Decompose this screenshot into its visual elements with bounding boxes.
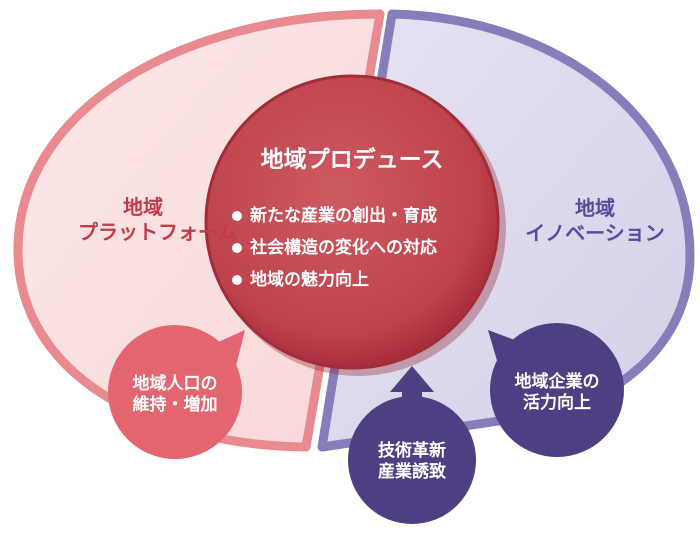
center-bullet-list: 新たな産業の創出・育成 社会構造の変化への対応 地域の魅力向上 [232,200,437,296]
bubble-tech-label: 技術革新 産業誘致 [378,441,446,483]
bubble-company-label: 地域企業の 活力向上 [514,372,600,414]
bullet-dot-icon [232,275,242,285]
left-region-line1: 地域 [123,195,163,219]
arrow-up-left-icon [488,330,520,364]
bullet-dot-icon [232,243,242,253]
right-region-label: 地域 イノベーション [515,196,675,246]
arrow-up-icon [390,366,434,392]
center-title: 地域プロデュース [260,147,444,173]
bubble-tech [348,366,476,524]
center-circle [204,74,500,370]
bubble-company [488,323,624,457]
bubble-population [108,325,245,459]
center-bullet-item: 社会構造の変化への対応 [232,232,437,264]
center-bullet-item: 地域の魅力向上 [232,264,437,296]
right-region-line1: 地域 [575,196,615,220]
left-region-line2: プラットフォーム [78,220,238,244]
bubble-population-label: 地域人口の 維持・増加 [132,374,218,416]
right-region-line2: イノベーション [525,221,665,245]
arrow-up-right-icon [214,330,245,366]
left-region-label: 地域 プラットフォーム [78,195,238,245]
center-bullet-item: 新たな産業の創出・育成 [232,200,437,232]
bullet-dot-icon [232,211,242,221]
